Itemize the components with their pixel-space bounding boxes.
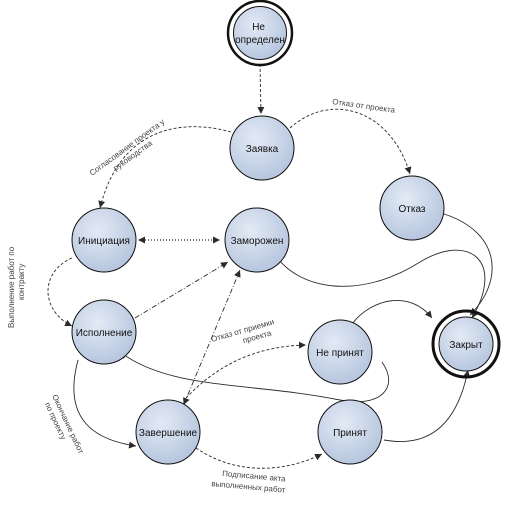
edge-ispolnenie-to-zamorozhen [134,261,229,319]
edge-zavershenie-to-prinyat [195,447,323,469]
transitions [47,63,493,469]
state-label: Инициация [78,236,130,247]
state-zamorozhen: Заморожен [224,207,290,273]
state-label: Не принят [316,348,364,359]
edge-zavershenie-to-neprinyat [185,341,307,399]
state-label: Принят [333,428,367,439]
state-label: Завершение [139,428,198,439]
state-label: Не определен [235,22,285,46]
edge-otkaz-to-zakryt [443,213,493,316]
edge-prinyat-to-zakryt [383,369,471,442]
label-okonchanie: Окончание работ по проекту [41,393,86,461]
edge-zavershenie-zamorozhen [183,269,241,405]
state-label: Отказ [399,204,426,215]
edge-zamorozhen-to-zakryt [275,249,486,319]
state-ne-opredelen: Не определен [226,0,294,67]
state-label: Закрыт [449,340,483,351]
state-label: Заморожен [231,236,284,247]
state-label: Исполнение [76,328,133,339]
label-otkaz-ot-proekta: Отказ от проекта [332,97,396,115]
state-otkaz: Отказ [379,175,445,241]
state-ispolnenie: Исполнение [71,299,137,365]
state-prinyat: Принят [317,399,383,465]
state-zayavka: Заявка [229,115,295,181]
state-zakryt: Закрыт [431,309,501,379]
label-podpisanie: Подписание акта выполненных работ [211,468,288,495]
label-soglasovanie: Согласование проекта у руководства [88,116,174,186]
edge-zayavka-to-otkaz [289,108,412,175]
edge-start-to-zayavka [257,63,265,115]
edge-zayavka-to-iniciaciya [98,126,232,209]
label-otkaz-ot-priemki: Отказ от приемки проекта [210,317,280,354]
state-label: Заявка [246,144,279,155]
state-zavershenie: Завершение [135,399,201,465]
edge-neprinyat-to-ispolnenie [119,351,390,403]
label-vypolnenie: Выполнение работ по контракту [7,245,26,328]
edge-iniciaciya-to-ispolnenie [47,257,73,327]
edge-ispolnenie-to-zavershenie [73,359,137,449]
state-iniciaciya: Инициация [71,207,137,273]
states: Не определен Заявка Отказ Инициация Замо… [71,0,501,465]
state-ne-prinyat: Не принят [307,319,373,385]
edge-neprinyat-to-zakryt [351,299,433,325]
